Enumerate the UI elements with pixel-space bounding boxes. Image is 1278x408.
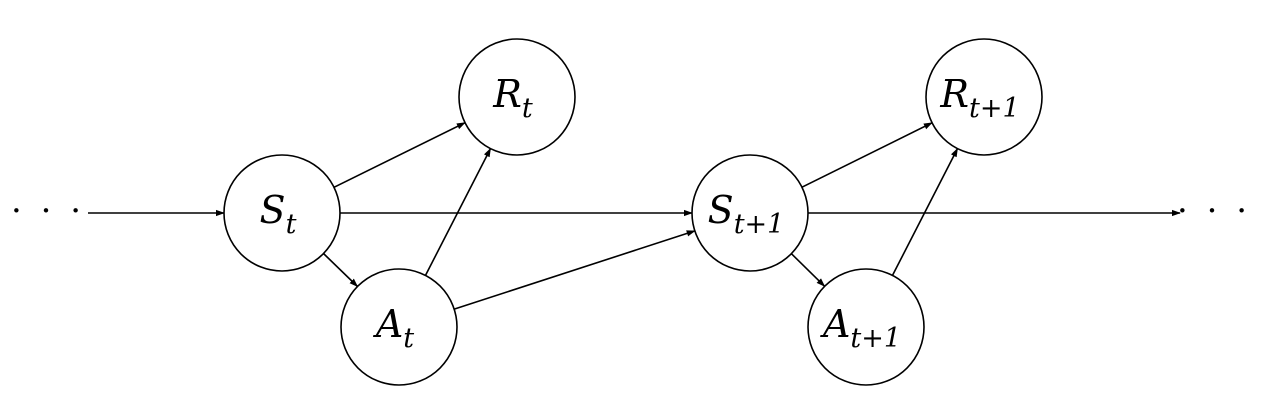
edge-a-t1-to-r-t1 [891,147,959,276]
svg-text:At+1: At+1 [820,302,901,354]
node-r-t1-sub: t+1 [969,93,1020,124]
node-s-t1-main: S [708,188,734,232]
node-s-t-main: S [260,188,286,232]
edge-s-t1-to-a-t1 [790,253,826,287]
node-r-t-sub: t [522,93,533,124]
node-r-t-main: R [492,72,522,116]
node-r-t1-main: R [939,72,969,116]
node-a-t1: At+1 [807,268,925,386]
svg-text:St: St [260,188,297,240]
edge-s-t-to-r-t [333,121,466,189]
ellipsis-left: · · · [11,191,85,231]
node-s-t1-sub: t+1 [734,209,785,240]
svg-text:Rt+1: Rt+1 [939,72,1019,124]
node-r-t1: Rt+1 [925,38,1043,156]
node-r-t: Rt [458,38,576,156]
node-a-t1-sub: t+1 [850,323,901,354]
node-a-t: At [340,268,458,386]
node-a-t-sub: t [403,323,414,354]
edge-a-t-to-r-t [424,147,492,276]
node-a-t1-main: A [820,302,850,346]
node-a-t1-circle [807,268,925,386]
node-s-t-circle [223,154,341,272]
node-a-t-main: A [373,302,403,346]
svg-text:At: At [373,302,414,354]
svg-text:Rt: Rt [492,72,533,124]
svg-text:St+1: St+1 [708,188,785,240]
node-s-t-sub: t [286,209,297,240]
ellipsis-right: · · · [1177,191,1251,231]
edge-s-t1-to-r-t1 [801,122,933,188]
node-r-t-circle [458,38,576,156]
edge-s-t-to-a-t [322,252,359,288]
nodes: St At Rt St+1 At+1 [223,38,1043,386]
edge-a-t-to-s-t1 [453,230,696,310]
node-a-t-circle [340,268,458,386]
edges [88,121,1181,310]
node-s-t1-circle [691,154,809,272]
node-s-t1: St+1 [691,154,809,272]
node-r-t1-circle [925,38,1043,156]
node-s-t: St [223,154,341,272]
